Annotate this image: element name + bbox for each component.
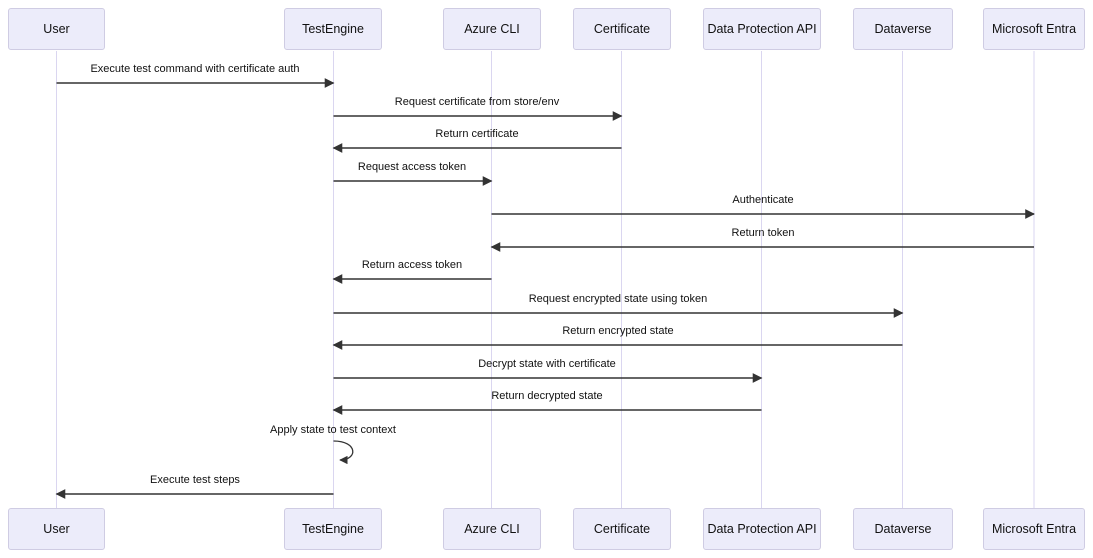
actor-top-user: User bbox=[8, 8, 105, 50]
actor-top-microsoft-entra: Microsoft Entra bbox=[983, 8, 1085, 50]
message-label-3: Return certificate bbox=[435, 128, 519, 140]
actor-top-dataverse: Dataverse bbox=[853, 8, 953, 50]
message-label-4: Request access token bbox=[357, 161, 467, 173]
message-label-6: Return token bbox=[731, 227, 795, 239]
message-label-8: Request encrypted state using token bbox=[528, 293, 708, 305]
message-label-11: Return decrypted state bbox=[491, 390, 603, 402]
actor-top-azure-cli: Azure CLI bbox=[443, 8, 541, 50]
message-label-13: Execute test steps bbox=[150, 474, 240, 486]
actor-top-certificate: Certificate bbox=[573, 8, 671, 50]
actor-bottom-microsoft-entra: Microsoft Entra bbox=[983, 508, 1085, 550]
self-loop-arrow bbox=[333, 440, 354, 465]
actor-top-data-protection-api: Data Protection API bbox=[703, 8, 821, 50]
message-label-7: Return access token bbox=[361, 259, 463, 271]
actor-bottom-certificate: Certificate bbox=[573, 508, 671, 550]
actor-bottom-testengine: TestEngine bbox=[284, 508, 382, 550]
actor-top-testengine: TestEngine bbox=[284, 8, 382, 50]
actor-bottom-dataverse: Dataverse bbox=[853, 508, 953, 550]
message-label-1: Execute test command with certificate au… bbox=[90, 63, 300, 75]
actor-bottom-data-protection-api: Data Protection API bbox=[703, 508, 821, 550]
message-label-9: Return encrypted state bbox=[562, 325, 674, 337]
message-label-5: Authenticate bbox=[732, 194, 794, 206]
message-label-2: Request certificate from store/env bbox=[394, 96, 560, 108]
actor-bottom-azure-cli: Azure CLI bbox=[443, 508, 541, 550]
message-label-12: Apply state to test context bbox=[270, 424, 396, 436]
actor-bottom-user: User bbox=[8, 508, 105, 550]
message-label-10: Decrypt state with certificate bbox=[478, 358, 616, 370]
